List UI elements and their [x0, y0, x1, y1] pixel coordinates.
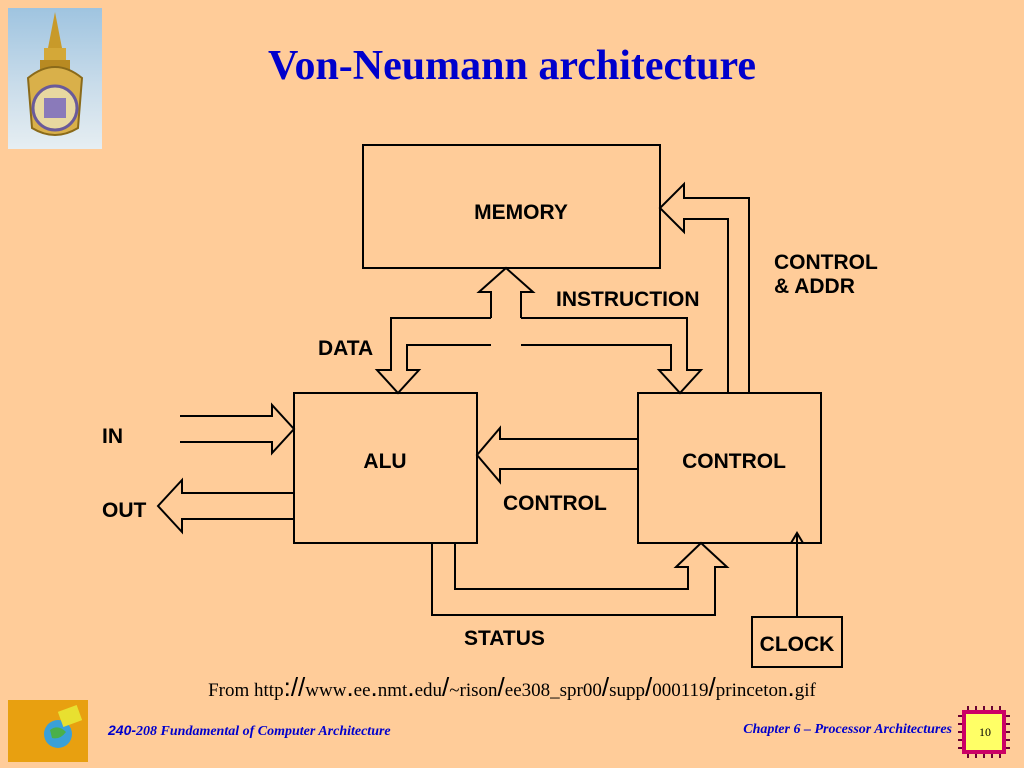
university-emblem-icon — [8, 8, 102, 149]
course-title: 240-208 Fundamental of Computer Architec… — [108, 722, 391, 739]
control-label: CONTROL — [682, 450, 786, 473]
in-arrow — [180, 402, 296, 456]
in-label: IN — [102, 425, 123, 448]
control-signal-arrow — [475, 425, 638, 485]
data-label: DATA — [318, 337, 373, 360]
memory-label: MEMORY — [474, 201, 568, 224]
status-label: STATUS — [464, 627, 545, 650]
alu-label: ALU — [363, 450, 406, 473]
instruction-label: INSTRUCTION — [556, 288, 700, 311]
faculty-logo-icon — [8, 700, 88, 762]
clock-arrow — [790, 531, 804, 617]
control-addr-label-2: & ADDR — [774, 275, 855, 298]
control-addr-arrow — [658, 181, 750, 393]
status-bus-arrow — [431, 541, 730, 616]
control-signal-label: CONTROL — [503, 492, 607, 515]
alu-box — [293, 392, 478, 544]
clock-label: CLOCK — [760, 633, 835, 656]
data-bus-arrow — [374, 317, 491, 395]
out-arrow — [156, 477, 294, 535]
instruction-bus-arrow — [521, 317, 704, 395]
control-addr-label-1: CONTROL — [774, 251, 878, 274]
cpu-chip-icon — [958, 706, 1010, 758]
out-label: OUT — [102, 499, 147, 522]
slide-title: Von-Neumann architecture — [267, 43, 757, 89]
page-number: 10 — [979, 725, 991, 739]
source-url: From http://www.ee.nmt.edu/~rison/ee308_… — [208, 672, 816, 702]
memory-box — [362, 144, 661, 269]
memory-bus-arrow — [476, 266, 536, 318]
chapter-title: Chapter 6 – Processor Architectures — [743, 722, 952, 737]
